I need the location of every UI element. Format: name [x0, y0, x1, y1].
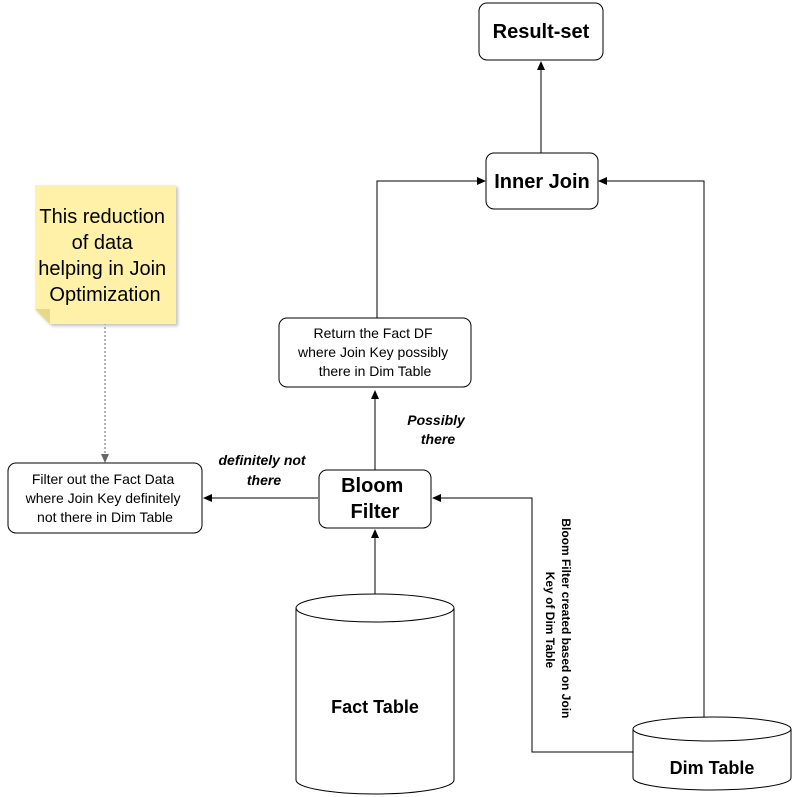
result-set-label: Result-set [493, 21, 590, 43]
return-df-line: there in Dim Table [319, 363, 432, 379]
possibly-there-label: Possibly there [407, 412, 468, 447]
fact-table-label: Fact Table [331, 697, 419, 717]
svg-text:Bloom Filter: Bloom Filter [341, 475, 409, 523]
possibly-there-line: there [421, 431, 455, 447]
dim-table-cylinder: Dim Table [632, 716, 792, 791]
definitely-not-line: definitely not [218, 452, 306, 468]
filter-out-line: Filter out the Fact Data [32, 471, 175, 487]
svg-text:Return the Fact DF where: Return the Fact DF where Join Key possib… [297, 325, 452, 379]
result-set-node: Result-set [478, 2, 604, 61]
optimization-note: This reduction of data helping in Join O… [35, 185, 176, 324]
note-line: of data [72, 232, 134, 254]
bloom-filter-node: Bloom Filter [318, 469, 432, 529]
note-line: helping in Join [38, 258, 166, 280]
return-df-line: where Join Key possibly [297, 344, 448, 360]
return-df-line: Return the Fact DF [314, 325, 433, 341]
return-fact-df-node: Return the Fact DF where Join Key possib… [278, 317, 472, 388]
edge-dim-table-to-inner-join [598, 177, 705, 718]
dim-table-label: Dim Table [670, 758, 755, 778]
bloom-filter-line: Bloom [341, 475, 403, 497]
inner-join-label: Inner Join [494, 171, 590, 193]
bloom-filter-line: Filter [351, 501, 400, 523]
bloom-created-label: Bloom Filter created based on Join Key o… [543, 518, 573, 721]
filter-out-line: not there in Dim Table [37, 509, 173, 525]
svg-text:This reduction of data: This reduction of data helping in Join O… [38, 206, 171, 306]
note-line: This reduction [39, 206, 165, 228]
note-line: Optimization [49, 284, 160, 306]
edge-return-df-to-inner-join [376, 177, 486, 318]
inner-join-node: Inner Join [485, 152, 599, 210]
edge-dim-table-to-bloom [432, 494, 633, 753]
filter-out-line: where Join Key definitely [25, 490, 181, 506]
possibly-there-line: Possibly [407, 412, 466, 428]
connectors [101, 61, 705, 753]
svg-text:Filter out the Fact Data: Filter out the Fact Data where Join Key … [25, 471, 185, 525]
bloom-created-line: Bloom Filter created based on Join [559, 518, 573, 718]
definitely-not-line: there [247, 472, 281, 488]
bloom-created-line: Key of Dim Table [543, 572, 557, 669]
filter-out-node: Filter out the Fact Data where Join Key … [7, 462, 203, 534]
definitely-not-there-label: definitely not there [218, 452, 309, 488]
fact-table-cylinder: Fact Table [295, 593, 455, 795]
